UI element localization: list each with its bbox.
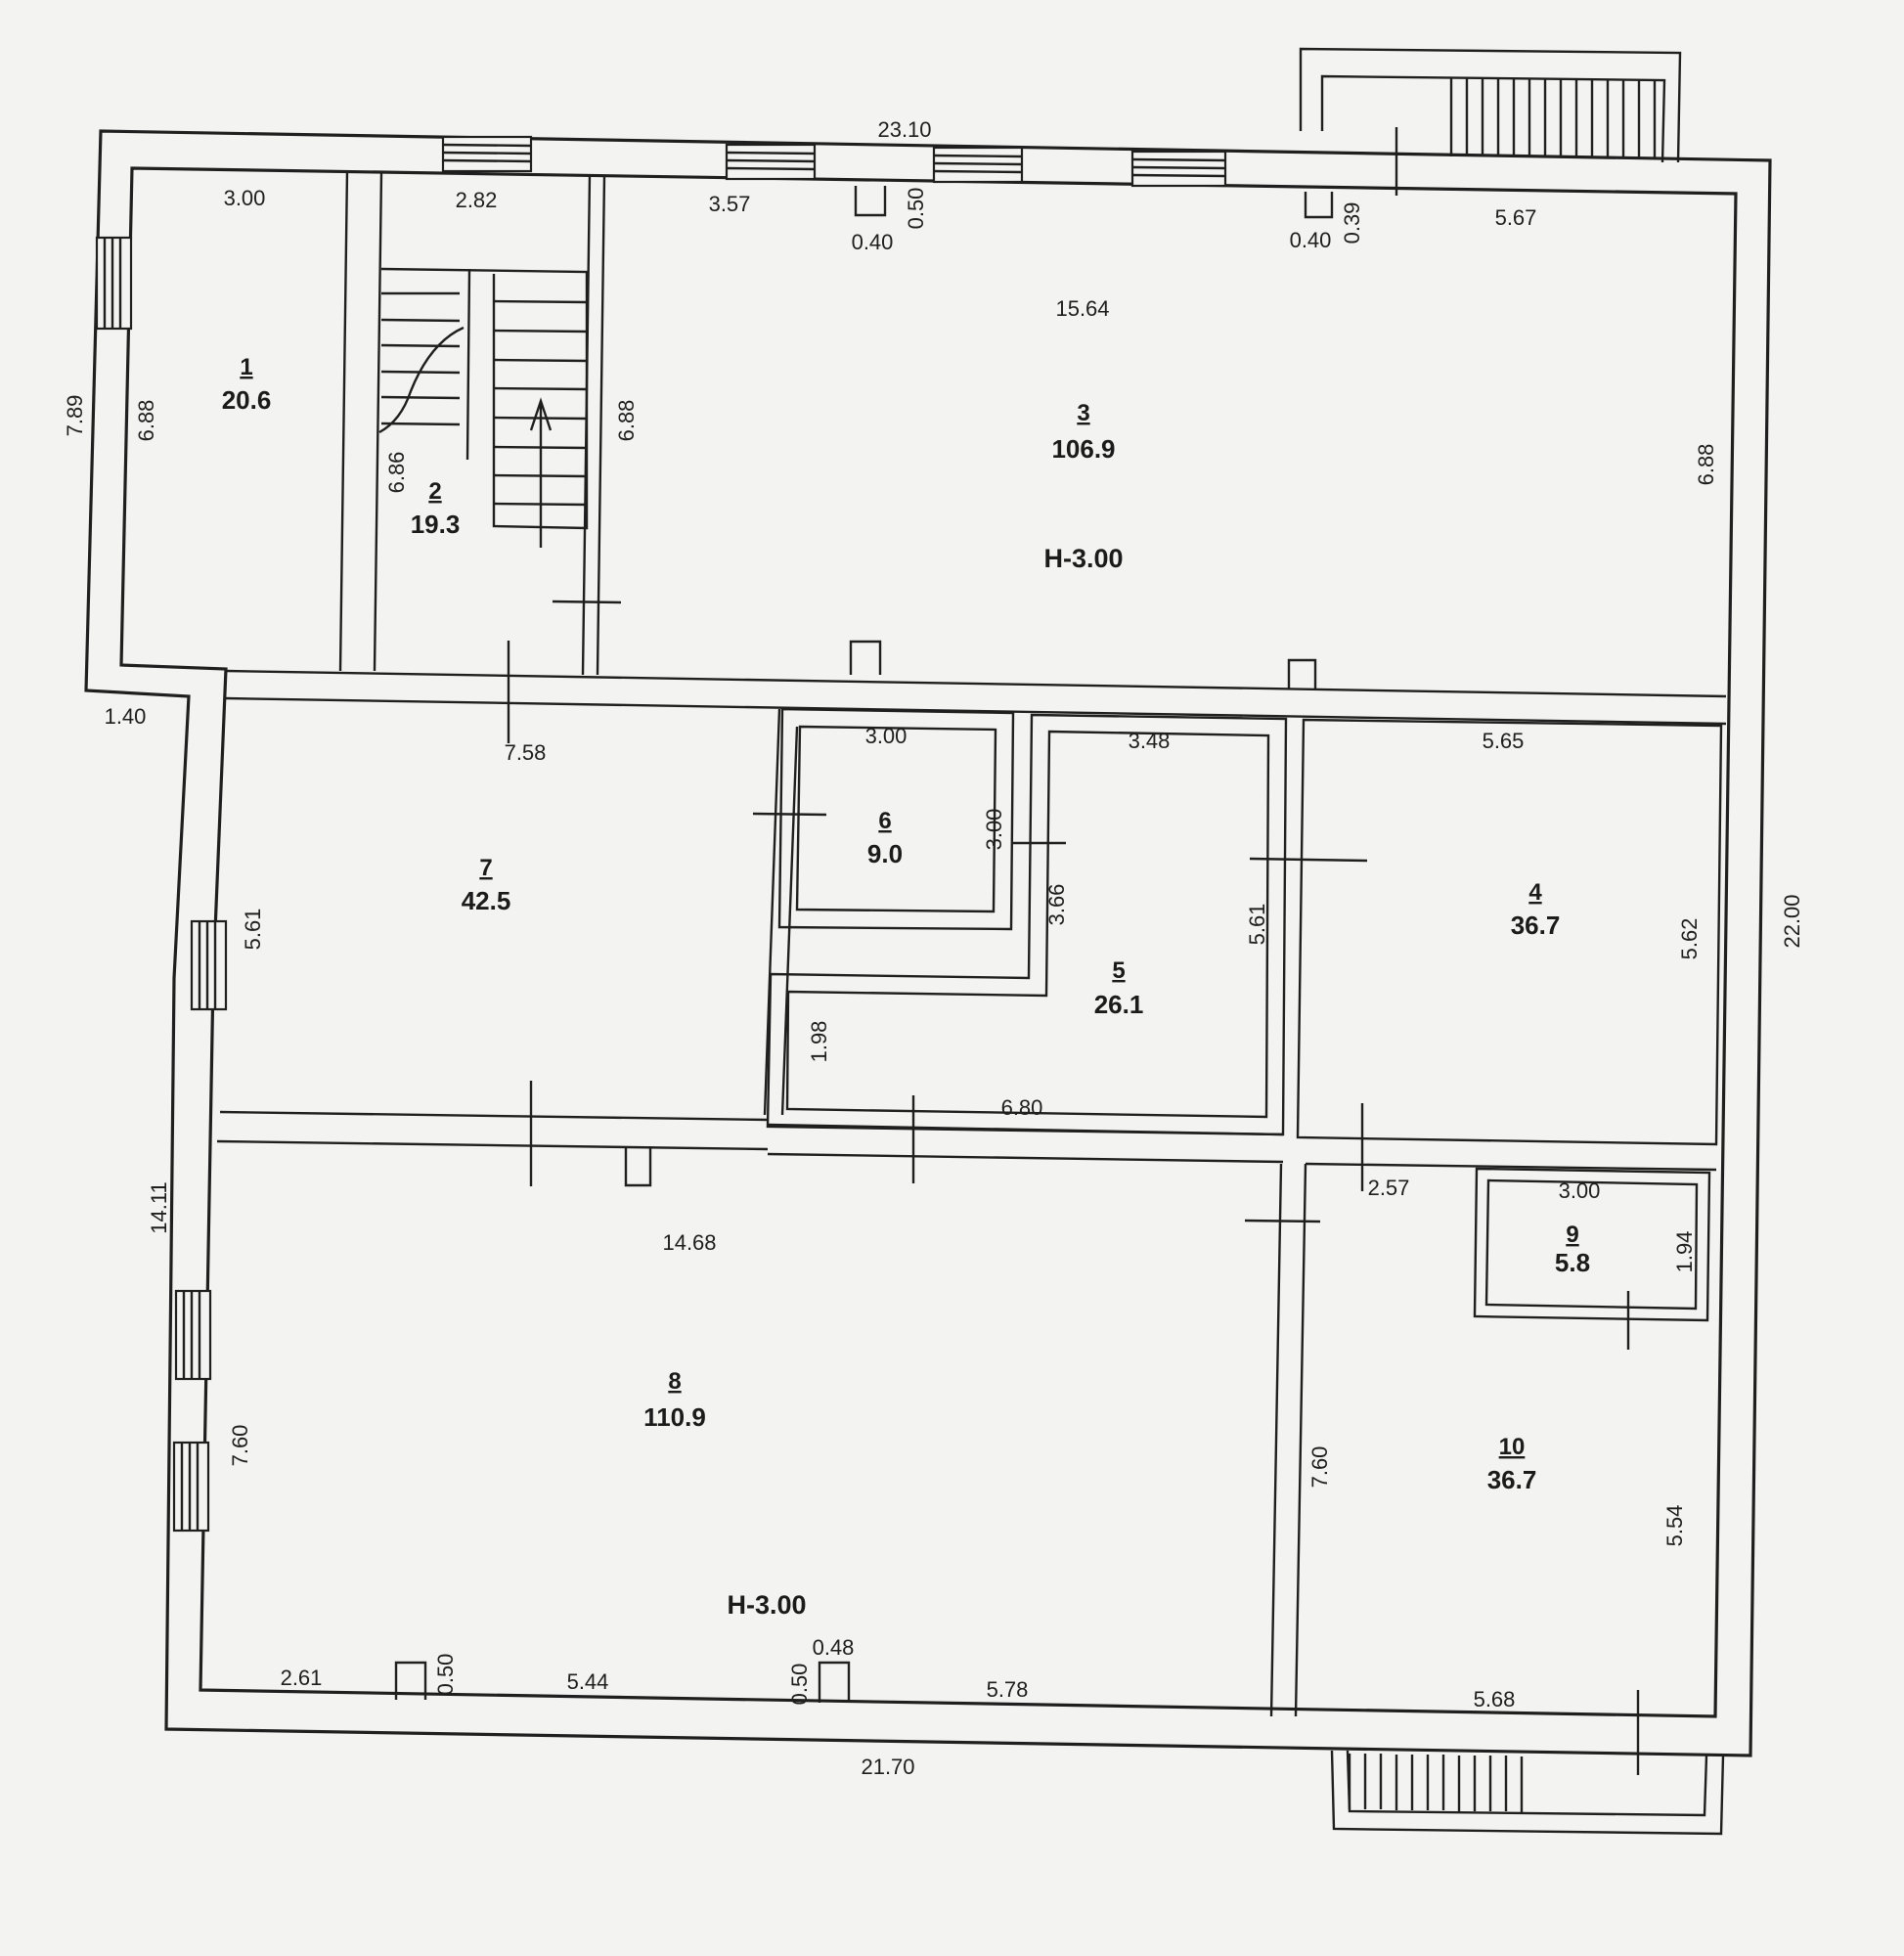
dim-room8-bot-pier2-w: 0.48	[813, 1635, 855, 1660]
dim-room6-width: 3.00	[865, 724, 908, 748]
outer-walls	[84, 129, 1772, 1757]
dim-room4-width: 5.65	[1483, 729, 1525, 753]
dim-room8-width: 14.68	[662, 1230, 716, 1255]
dim-room3-pier-w: 0.40	[852, 230, 894, 254]
interior-walls	[216, 169, 1727, 1717]
room-5-area: 26.1	[1094, 990, 1144, 1019]
room-7-area: 42.5	[462, 886, 511, 915]
dim-room8-bot-b: 5.44	[567, 1669, 609, 1694]
dim-room3-pier-d: 0.50	[904, 188, 928, 230]
dim-room5-bottom: 6.80	[1001, 1095, 1043, 1120]
room-7-number: 7	[479, 855, 492, 881]
dimension-labels: 23.10 21.70 22.00 14.11 7.89 1.40 3.00 6…	[63, 117, 1804, 1779]
dim-room3-pier2-w: 0.40	[1290, 228, 1332, 252]
room-8-area: 110.9	[643, 1402, 706, 1432]
dim-room3-pier2-d: 0.39	[1340, 202, 1364, 244]
dim-room3-height: 6.88	[1694, 444, 1718, 486]
dim-room10-door: 2.57	[1368, 1176, 1410, 1200]
dim-room3-width: 15.64	[1055, 296, 1109, 321]
room-2-area: 19.3	[411, 510, 461, 539]
dim-room7-width: 7.58	[505, 740, 547, 765]
dim-room10-height-right: 5.54	[1662, 1505, 1687, 1547]
dim-room8-height: 7.60	[228, 1425, 252, 1467]
dim-top-overall: 23.10	[877, 117, 931, 142]
dim-room4-height: 5.62	[1677, 918, 1702, 960]
dim-bottom-overall: 21.70	[861, 1755, 914, 1779]
upper-height: H-3.00	[1043, 544, 1123, 573]
room-10-number: 10	[1499, 1434, 1526, 1460]
dim-room6-height: 3.00	[982, 809, 1006, 851]
dim-room5-left: 1.98	[807, 1021, 831, 1063]
dim-room8-bot-pier1-d: 0.50	[433, 1654, 458, 1696]
dim-step-left: 1.40	[105, 704, 147, 729]
room-4-number: 4	[1528, 879, 1542, 906]
lower-height: H-3.00	[727, 1590, 806, 1620]
dim-room10-height-left: 7.60	[1307, 1446, 1332, 1489]
room-9-number: 9	[1566, 1222, 1578, 1248]
room-10-area: 36.7	[1487, 1465, 1537, 1494]
dim-room2-width: 2.82	[456, 188, 498, 212]
room-8-number: 8	[668, 1368, 681, 1395]
dim-room1-width: 3.00	[224, 186, 266, 210]
door-marks	[507, 127, 1640, 1775]
dim-room9-height: 1.94	[1672, 1231, 1697, 1273]
dim-room8-bot-a: 2.61	[281, 1666, 323, 1690]
windows	[95, 135, 1227, 1533]
room-3-number: 3	[1077, 400, 1089, 426]
room-5-number: 5	[1112, 957, 1125, 984]
dim-room3-top-b: 5.67	[1495, 205, 1537, 230]
dim-left-upper: 7.89	[63, 395, 87, 437]
room-9-area: 5.8	[1555, 1248, 1590, 1277]
dim-room8-bot-pier2-d: 0.50	[787, 1664, 812, 1706]
dim-room5-width: 3.48	[1129, 729, 1171, 753]
dim-room10-width: 5.68	[1474, 1687, 1516, 1712]
room-4-area: 36.7	[1511, 911, 1561, 940]
room-2-number: 2	[428, 478, 441, 505]
dim-room5-right-a: 3.66	[1044, 884, 1069, 926]
dim-room2-height-right: 6.88	[614, 400, 639, 442]
room-1-area: 20.6	[222, 385, 272, 415]
dim-left-lower: 14.11	[147, 1181, 171, 1233]
dim-room9-width: 3.00	[1559, 1178, 1601, 1203]
room-labels: 1 20.6 2 19.3 3 106.9 H-3.00 4 36.7 5 26…	[222, 354, 1590, 1620]
dim-right-overall: 22.00	[1780, 894, 1804, 948]
dim-room2-height-left: 6.86	[384, 452, 409, 494]
room-6-area: 9.0	[867, 839, 903, 868]
room-1-number: 1	[240, 354, 252, 380]
dim-room8-bot-c: 5.78	[987, 1677, 1029, 1702]
room-6-number: 6	[878, 808, 891, 834]
room-3-area: 106.9	[1051, 434, 1115, 464]
dim-room5-right-b: 5.61	[1245, 904, 1269, 946]
dim-room1-height: 6.88	[134, 400, 158, 442]
exterior-stairs	[1299, 47, 1725, 1836]
dim-room7-height: 5.61	[241, 909, 265, 951]
dim-room3-top-a: 3.57	[709, 192, 751, 216]
